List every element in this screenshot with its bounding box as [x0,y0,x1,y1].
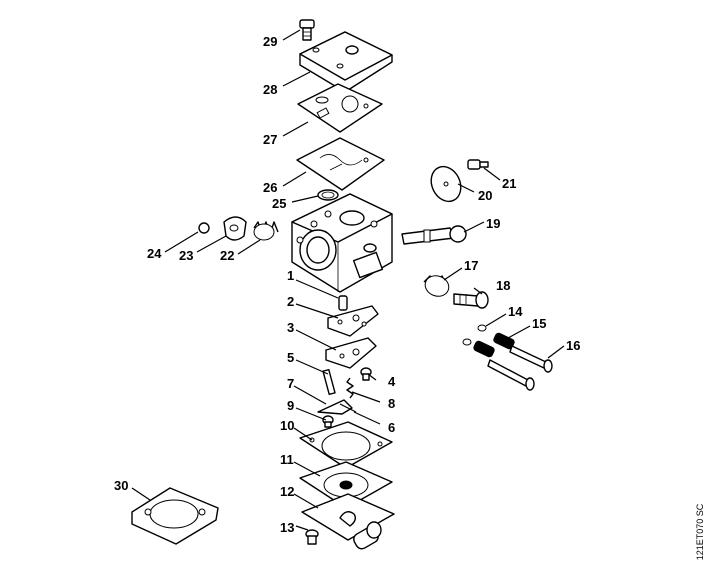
callout-28: 28 [263,82,277,97]
callout-19: 19 [486,216,500,231]
part-23-lever [223,216,247,241]
part-14-orings [462,324,487,346]
part-15-springs [473,332,515,358]
part-13-screw [305,529,319,545]
callout-8: 8 [388,396,395,411]
callout-10: 10 [280,418,294,433]
callout-17: 17 [464,258,478,273]
part-22-spring [253,221,279,241]
reference-code: 121ET070 SC [695,503,705,561]
part-30-gasket [131,487,219,545]
part-8-spring [346,377,354,399]
part-10-gasket [299,421,393,469]
part-4-screw [360,367,372,381]
callout-14: 14 [508,304,523,319]
part-12-pump-cover [301,493,395,550]
callout-labels: 29 28 27 26 25 21 20 19 24 23 22 17 18 1… [114,34,580,535]
part-24-nut [198,222,210,234]
part-7-lever [317,399,353,415]
callout-26: 26 [263,180,277,195]
leader-lines [131,29,565,531]
part-18-screw [453,291,489,309]
callout-2: 2 [287,294,294,309]
callout-4: 4 [388,374,396,389]
part-3-plate [325,337,377,369]
part-21-screw [467,159,489,170]
callout-22: 22 [220,248,234,263]
part-2-plate [327,305,379,337]
callout-3: 3 [287,320,294,335]
part-16-adjustment-screws [487,345,553,391]
part-1-needle-valve [338,295,348,311]
callout-5: 5 [287,350,294,365]
callout-18: 18 [496,278,510,293]
callout-21: 21 [502,176,516,191]
part-25-strainer [317,189,339,201]
callout-30: 30 [114,478,128,493]
callout-1: 1 [287,268,294,283]
callout-9: 9 [287,398,294,413]
callout-12: 12 [280,484,294,499]
callout-20: 20 [478,188,492,203]
part-17-spring [423,275,450,297]
carburetor-body [291,193,393,293]
callout-24: 24 [147,246,162,261]
part-27-gasket [297,83,383,133]
callout-16: 16 [566,338,580,353]
part-6-pin [339,403,357,413]
callout-23: 23 [179,248,193,263]
callout-7: 7 [287,376,294,391]
callout-25: 25 [272,196,286,211]
part-20-throttle-plate [430,165,462,203]
callout-27: 27 [263,132,277,147]
callout-15: 15 [532,316,546,331]
callout-11: 11 [280,452,294,467]
part-5-inlet-needle [322,368,336,396]
part-9-screw [322,415,334,428]
part-29-screw [299,19,315,41]
part-26-diaphragm [296,137,385,191]
callout-13: 13 [280,520,294,535]
part-28-cover [299,31,393,93]
callout-29: 29 [263,34,277,49]
part-19-shaft [401,225,467,245]
part-11-diaphragm [299,461,393,509]
callout-6: 6 [388,420,395,435]
